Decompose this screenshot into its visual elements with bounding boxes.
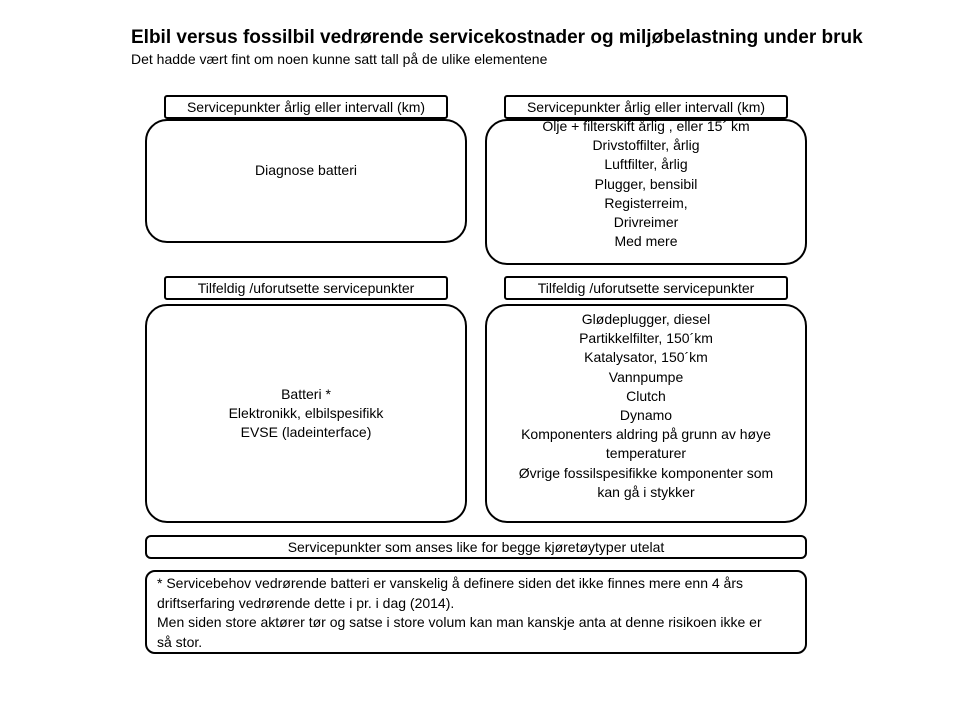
ev-scheduled-label-text: Servicepunkter årlig eller intervall (km… — [186, 99, 426, 115]
ev-random-label-text: Tilfeldig /uforutsette servicepunkter — [197, 280, 415, 296]
ev-random-item: EVSE (ladeinterface) — [240, 424, 372, 441]
fossil-scheduled-item: Drivstoffilter, årlig — [592, 137, 700, 154]
fossil-random-item: temperaturer — [605, 445, 687, 462]
fossil-scheduled-item: Plugger, bensibil — [594, 175, 698, 192]
ev-random-item: Batteri * — [281, 385, 331, 402]
footnote-line: Men siden store aktører tør og satse i s… — [157, 614, 762, 630]
page-title: Elbil versus fossilbil vedrørende servic… — [131, 27, 863, 48]
fossil-random-item: Partikkelfilter, 150´km — [579, 330, 713, 347]
fossil-scheduled-item: Olje + filterskift årlig , eller 15´ km — [542, 119, 750, 134]
common-service-note: Servicepunkter som anses like for begge … — [145, 535, 807, 559]
ev-random-box: Batteri * Elektronikk, elbilspesifikk EV… — [145, 304, 467, 523]
fossil-scheduled-label: Servicepunkter årlig eller intervall (km… — [504, 95, 788, 119]
fossil-random-item: Dynamo — [619, 407, 673, 424]
fossil-random-item: Glødeplugger, diesel — [581, 311, 711, 327]
fossil-random-item: Clutch — [626, 387, 666, 404]
footnote-line: * Servicebehov vedrørende batteri er van… — [157, 575, 743, 591]
ev-random-label: Tilfeldig /uforutsette servicepunkter — [164, 276, 448, 300]
fossil-random-label: Tilfeldig /uforutsette servicepunkter — [504, 276, 788, 300]
ev-scheduled-label: Servicepunkter årlig eller intervall (km… — [164, 95, 448, 119]
fossil-scheduled-item: Med mere — [614, 233, 678, 250]
footnote-line: så stor. — [157, 633, 203, 650]
common-service-note-text: Servicepunkter som anses like for begge … — [287, 539, 665, 555]
fossil-scheduled-box: Olje + filterskift årlig , eller 15´ km … — [485, 119, 807, 265]
fossil-random-item: Katalysator, 150´km — [584, 349, 708, 366]
page-subtitle: Det hadde vært fint om noen kunne satt t… — [131, 51, 548, 67]
footnote-line: driftserfaring vedrørende dette i pr. i … — [157, 594, 455, 611]
fossil-scheduled-label-text: Servicepunkter årlig eller intervall (km… — [526, 99, 766, 115]
battery-footnote: * Servicebehov vedrørende batteri er van… — [145, 570, 807, 654]
fossil-random-item: Komponenters aldring på grunn av høye — [521, 426, 771, 443]
fossil-scheduled-item: Registerreim, — [604, 194, 688, 211]
fossil-random-item: kan gå i stykker — [597, 483, 695, 500]
fossil-random-box: Glødeplugger, diesel Partikkelfilter, 15… — [485, 304, 807, 523]
fossil-scheduled-item: Luftfilter, årlig — [604, 156, 688, 173]
fossil-random-item: Øvrige fossilspesifikke komponenter som — [518, 464, 774, 481]
ev-scheduled-box: Diagnose batteri — [145, 119, 467, 243]
fossil-random-label-text: Tilfeldig /uforutsette servicepunkter — [537, 280, 755, 296]
ev-random-item: Elektronikk, elbilspesifikk — [228, 404, 384, 421]
fossil-scheduled-item: Drivreimer — [613, 214, 679, 231]
fossil-random-item: Vannpumpe — [608, 368, 684, 385]
ev-scheduled-item: Diagnose batteri — [255, 162, 357, 179]
